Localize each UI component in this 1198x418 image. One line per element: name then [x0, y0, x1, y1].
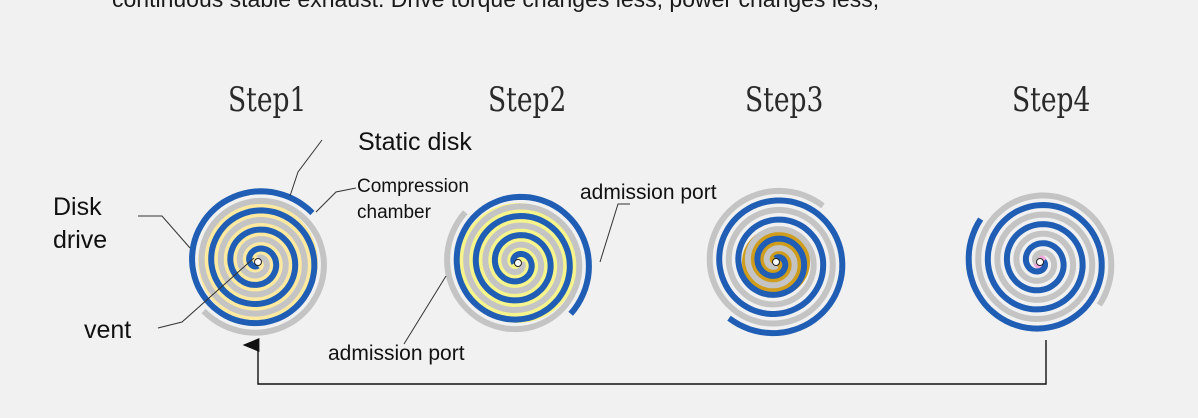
disk-drive-leader	[138, 215, 191, 249]
fixed-scroll	[706, 187, 836, 327]
step1-title: Step1	[228, 80, 307, 120]
scroll-step4	[965, 192, 1115, 332]
vent-hole	[1036, 258, 1044, 266]
scroll-step3	[706, 187, 846, 337]
step3-title: Step3	[745, 80, 824, 120]
fixed-scroll	[444, 203, 583, 333]
vent-label: vent	[84, 316, 132, 344]
disk-drive-label-line2: drive	[53, 226, 108, 254]
step2-title: Step2	[488, 80, 567, 120]
static-disk-leader	[289, 139, 323, 197]
cycle-arrow	[242, 338, 1047, 385]
header-text: continuous stable exhaust. Drive torque …	[112, 0, 879, 13]
orbiting-scroll	[965, 201, 1105, 332]
vent-hole	[514, 259, 522, 267]
admission-port-top-label: admission port	[580, 181, 717, 204]
scroll-step2	[444, 193, 592, 333]
step4-title: Step4	[1012, 80, 1091, 120]
disk-drive-label-line1: Disk	[53, 193, 102, 221]
compression-chamber-label-line1: Compression	[357, 176, 469, 197]
vent-leader	[157, 257, 255, 329]
admission-port-bottom-label: admission port	[328, 342, 465, 365]
orbiting-scroll	[189, 188, 318, 327]
admission-port-bottom-leader	[403, 275, 447, 345]
compression-chamber-label-line2: chamber	[357, 202, 431, 223]
fixed-scroll	[198, 197, 327, 336]
orbiting-scroll	[453, 193, 592, 323]
vent-hole	[254, 258, 262, 266]
compression-chamber-leader	[315, 187, 357, 213]
orbiting-scroll	[716, 197, 846, 337]
static-disk-label: Static disk	[358, 128, 472, 156]
leader-lines	[138, 139, 630, 345]
admission-port-top-leader	[599, 203, 630, 263]
scroll-step1	[189, 188, 327, 336]
fixed-scroll	[975, 192, 1115, 323]
vent-hole	[772, 258, 780, 266]
